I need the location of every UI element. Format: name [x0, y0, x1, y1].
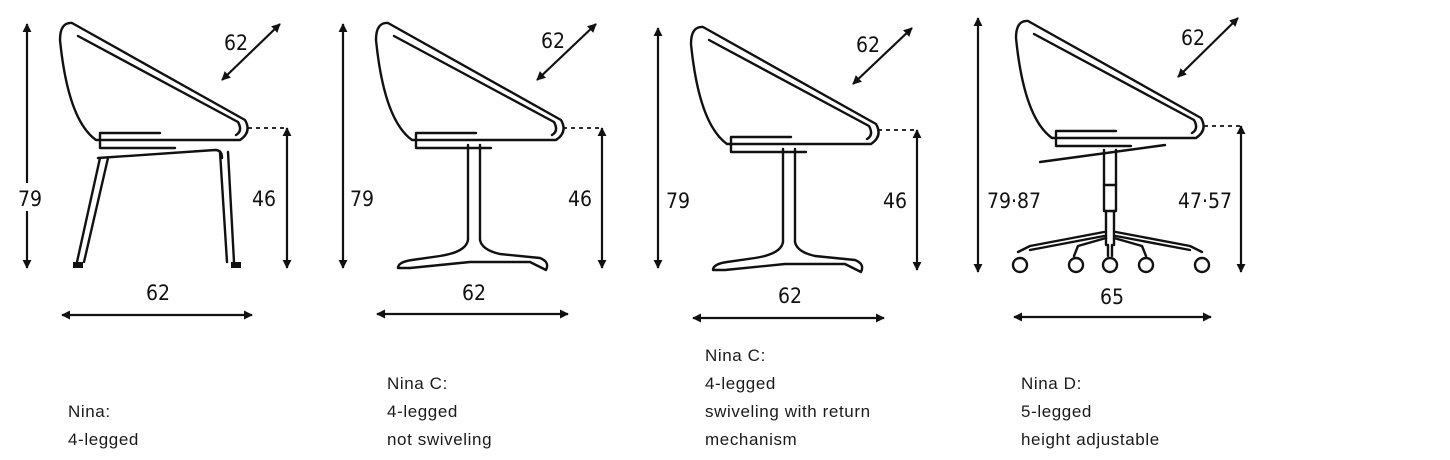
seat-height-label: 46 [883, 189, 907, 213]
depth-label: 62 [1181, 26, 1205, 50]
depth-label: 62 [541, 29, 565, 53]
caption-model: Nina C: [387, 374, 448, 393]
variant-nina-d: 79·87 62 47·57 65 [973, 17, 1246, 322]
depth-arrow [536, 23, 597, 81]
seat-height-label: 46 [252, 187, 276, 211]
width-label: 62 [146, 281, 170, 305]
width-label: 65 [1100, 285, 1124, 309]
chair-side-view [58, 21, 249, 268]
caption-nina-c-fixed: Nina C: 4-legged not swiveling [387, 370, 492, 454]
depth-arrow [1177, 17, 1239, 78]
width-label: 62 [778, 284, 802, 308]
height-label: 79 [666, 189, 690, 213]
caption-line: height adjustable [1021, 430, 1160, 449]
caption-line: swiveling with return [705, 402, 871, 421]
variant-nina-c-fixed: 79 62 46 62 [338, 21, 607, 319]
depth-arrow [221, 23, 281, 81]
caption-line: not swiveling [387, 430, 493, 449]
depth-arrow [852, 27, 913, 85]
caption-nina-c-swivel: Nina C: 4-legged swiveling with return m… [705, 342, 871, 454]
caption-model: Nina: [68, 402, 111, 421]
height-label: 79·87 [987, 189, 1041, 213]
caption-line: 4-legged [387, 402, 458, 421]
height-label: 79 [350, 187, 374, 211]
depth-label: 62 [224, 31, 248, 55]
caption-model: Nina C: [705, 346, 766, 365]
caption-nina-d: Nina D: 5-legged height adjustable [1021, 370, 1160, 454]
depth-label: 62 [856, 33, 880, 57]
seat-height-label: 47·57 [1178, 189, 1232, 213]
chair-side-view [1011, 19, 1211, 274]
height-label: 79 [18, 187, 42, 211]
chair-side-view [374, 21, 565, 272]
caption-line: mechanism [705, 430, 798, 449]
caption-line: 5-legged [1021, 402, 1092, 421]
variant-nina-c-swivel: 79 62 46 62 [653, 25, 922, 323]
caption-line: 4-legged [705, 374, 776, 393]
variant-nina: 79 62 46 62 [14, 21, 292, 320]
chair-side-view [689, 25, 880, 274]
caption-model: Nina D: [1021, 374, 1082, 393]
caption-line: 4-legged [68, 430, 139, 449]
width-label: 62 [462, 281, 486, 305]
caption-nina: Nina: 4-legged [68, 398, 139, 454]
seat-height-label: 46 [568, 187, 592, 211]
